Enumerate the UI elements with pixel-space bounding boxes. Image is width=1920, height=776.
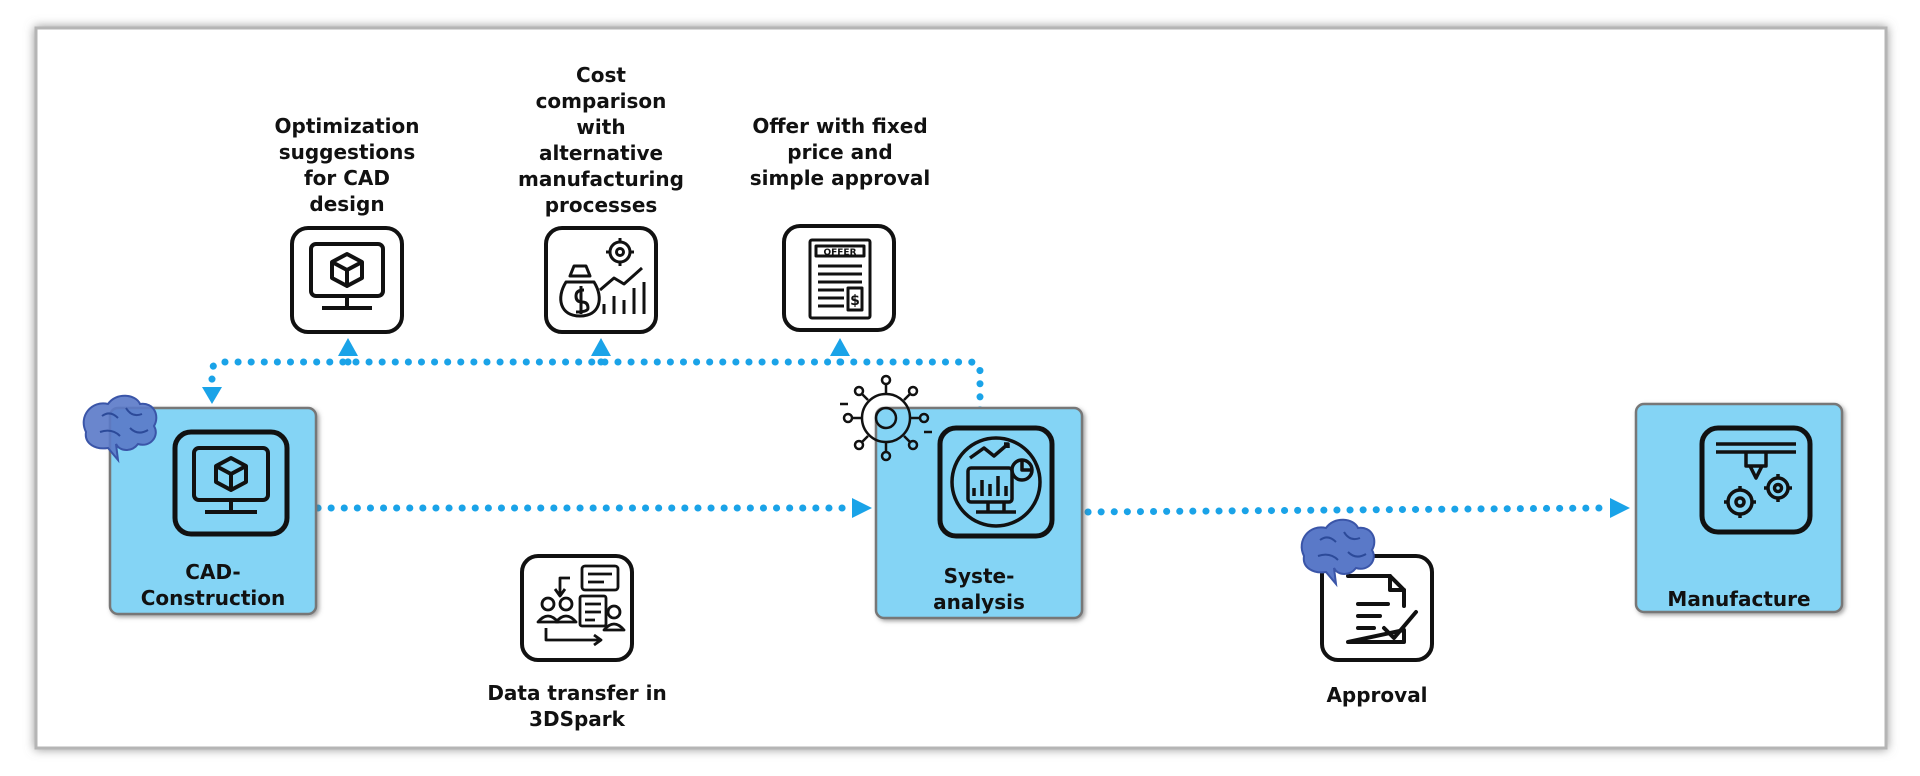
approval-icon-box	[1320, 554, 1434, 662]
node-cad-construction	[108, 406, 318, 616]
label-offer: Offer with fixed price and simple approv…	[749, 114, 931, 190]
neural-network-icon	[840, 374, 932, 462]
offer-price-glyph: $	[850, 293, 860, 309]
connectors	[208, 346, 1604, 516]
label-manufacture: Manufacture	[1667, 587, 1811, 611]
brain-icon	[82, 394, 158, 464]
node-system-analysis	[874, 406, 1084, 620]
feedback-connector	[208, 358, 984, 414]
node-manufacture	[1634, 402, 1844, 614]
3d-printer-icon	[1716, 442, 1796, 518]
monitor-cube-icon	[309, 242, 385, 310]
diagram-frame	[34, 26, 1888, 750]
cost-chart-icon	[559, 238, 646, 318]
arrowhead-to-system	[852, 498, 872, 518]
label-system-analysis: Syste- analysis	[933, 564, 1025, 614]
arrowhead-to-cost	[591, 338, 611, 356]
label-approval: Approval	[1326, 683, 1428, 707]
offer-stamp-text: OFFER	[823, 248, 856, 258]
analysis-dashboard-icon	[950, 436, 1042, 528]
arrowheads	[202, 338, 1630, 518]
approval-brain-icon	[1300, 518, 1376, 588]
cost-icon-box	[544, 226, 658, 334]
arrowhead-to-optimization	[338, 338, 358, 356]
data-transfer-icon	[536, 564, 626, 647]
label-cost-comparison: Cost comparison with alternative manufac…	[518, 63, 684, 217]
label-optimization: Optimization suggestions for CAD design	[274, 114, 420, 216]
arrowhead-to-manufacture	[1610, 498, 1630, 518]
label-data-transfer: Data transfer in 3DSpark	[487, 681, 667, 731]
label-cad-construction: CAD- Construction	[140, 560, 286, 610]
approval-document-icon	[1346, 574, 1418, 644]
optimization-icon-box	[290, 226, 404, 334]
monitor-cube-icon	[192, 446, 270, 514]
offer-icon-box: OFFER $	[782, 224, 896, 332]
data-transfer-icon-box	[520, 554, 634, 662]
arrowhead-to-cad	[202, 387, 222, 404]
offer-document-icon: OFFER $	[808, 238, 872, 320]
arrowhead-to-offer	[830, 338, 850, 356]
